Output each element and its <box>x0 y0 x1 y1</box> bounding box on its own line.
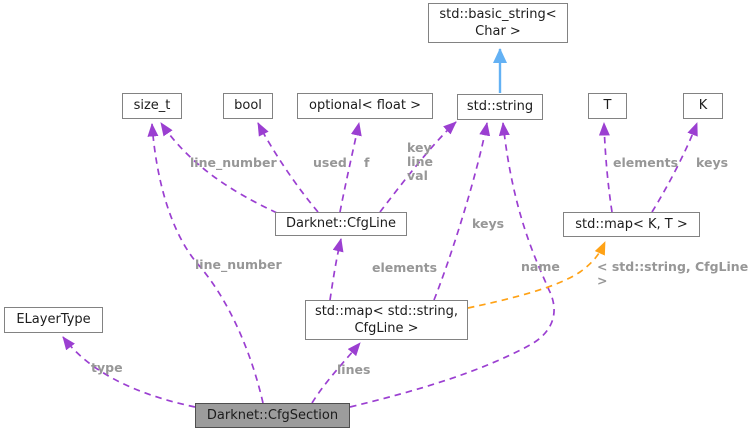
edge-mapkt-to-k <box>651 122 698 213</box>
edge-cfgline-to-sizet <box>160 122 278 214</box>
edge-label-lines: lines <box>337 362 371 377</box>
node-size-t[interactable]: size_t <box>122 93 182 119</box>
edge-label-elements-mapkt: elements <box>613 155 679 170</box>
edge-label-f: f <box>364 155 370 170</box>
edge-cfgsection-to-elayertype <box>62 336 196 408</box>
edge-cfgline-to-bool <box>257 122 319 213</box>
edge-label-line-number-cfgline: line_number <box>190 155 277 170</box>
edge-mapstring-template-mapkt <box>467 241 606 309</box>
node-t[interactable]: T <box>588 93 627 119</box>
edge-label-line-number-cfgsection: line_number <box>195 257 282 272</box>
edge-label-keys-mapstring: keys <box>472 216 505 231</box>
node-map-kt[interactable]: std::map< K, T > <box>563 212 700 237</box>
edge-cfgline-to-optional <box>339 122 362 213</box>
node-optional-float[interactable]: optional< float > <box>297 93 433 119</box>
edge-cfgsection-to-mapstring <box>311 342 361 404</box>
edge-label-key-line-val: key line val <box>407 140 433 183</box>
node-cfgsection-current: Darknet::CfgSection <box>195 403 350 428</box>
edge-label-template-args: < std::string, CfgLine > <box>597 259 749 288</box>
edge-cfgline-to-string <box>379 121 457 213</box>
edge-label-keys-mapkt: keys <box>696 155 729 170</box>
node-map-string-cfgline[interactable]: std::map< std::string, CfgLine > <box>305 300 468 340</box>
edge-cfgsection-to-sizet <box>147 123 264 404</box>
node-elayertype[interactable]: ELayerType <box>4 307 103 333</box>
node-std-string[interactable]: std::string <box>457 94 543 120</box>
edge-label-elements-mapstring: elements <box>372 260 438 275</box>
node-basic-string[interactable]: std::basic_string< Char > <box>428 3 568 43</box>
edge-mapstring-to-string <box>433 122 491 301</box>
edge-label-type: type <box>91 360 123 375</box>
edge-label-name: name <box>521 259 560 274</box>
edge-mapstring-to-cfgline <box>329 238 344 301</box>
node-cfgline[interactable]: Darknet::CfgLine <box>275 212 407 236</box>
node-k[interactable]: K <box>683 93 723 119</box>
edge-mapkt-to-t <box>598 122 613 213</box>
edge-label-used: used <box>313 155 347 170</box>
node-bool[interactable]: bool <box>223 93 273 119</box>
